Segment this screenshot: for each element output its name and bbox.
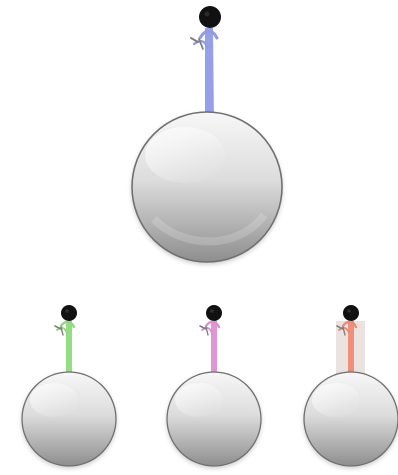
hook-small-right [343,305,359,321]
mirror-disc-small-center [166,371,262,467]
hook-small-left [61,305,77,321]
mirror-small-right [303,305,398,467]
hook-small-center [206,305,222,321]
mirror-small-center [166,305,262,467]
mirror-large [131,6,283,263]
strap-small-center [199,320,221,382]
mirror-disc-large [131,111,283,263]
hook-large [199,6,221,28]
mirror-small-left [21,305,117,467]
strap-small-right [336,320,365,382]
strap-large [190,28,219,127]
mirror-disc-small-left [21,371,117,467]
mirror-disc-small-right [303,371,398,467]
